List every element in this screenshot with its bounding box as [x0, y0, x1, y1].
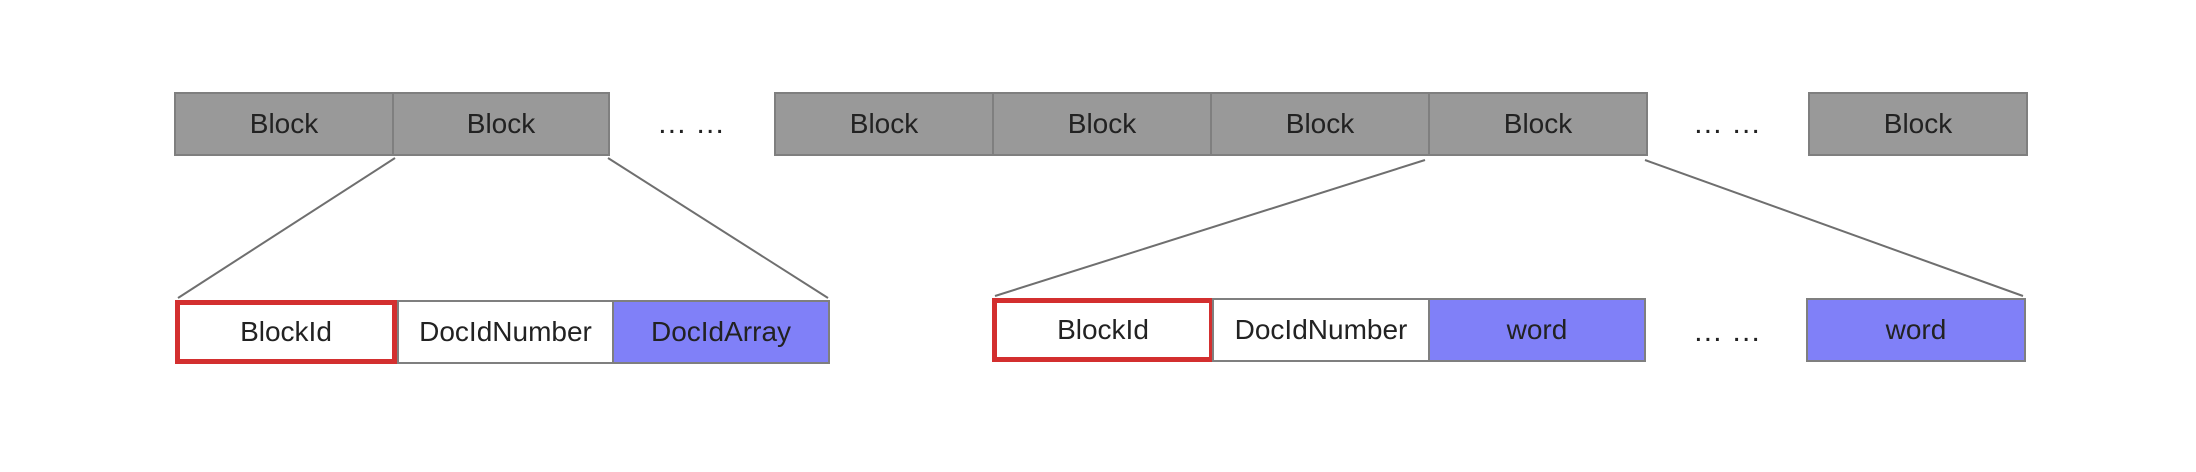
block-4: Block: [992, 92, 1212, 156]
left-blockid-field: BlockId: [175, 300, 397, 364]
right-word-field-1: word: [1428, 298, 1646, 362]
block-5: Block: [1210, 92, 1430, 156]
block-3: Block: [774, 92, 994, 156]
left-docidnumber-field: DocIdNumber: [397, 300, 614, 364]
block-7: Block: [1808, 92, 2028, 156]
ellipsis-top-2: … …: [1692, 107, 1762, 140]
left-docidarray-field: DocIdArray: [612, 300, 830, 364]
right-blockid-field: BlockId: [992, 298, 1214, 362]
block-6: Block: [1428, 92, 1648, 156]
connector-line-right-a: [994, 159, 1426, 297]
connector-line-right-b: [1644, 159, 2024, 297]
ellipsis-top-1: … …: [656, 107, 726, 140]
connector-line-left-b: [607, 157, 829, 299]
ellipsis-bottom: … …: [1692, 315, 1762, 348]
block-1: Block: [174, 92, 394, 156]
connector-line-left-a: [177, 157, 396, 299]
right-word-field-2: word: [1806, 298, 2026, 362]
right-docidnumber-field: DocIdNumber: [1212, 298, 1430, 362]
block-2: Block: [392, 92, 610, 156]
